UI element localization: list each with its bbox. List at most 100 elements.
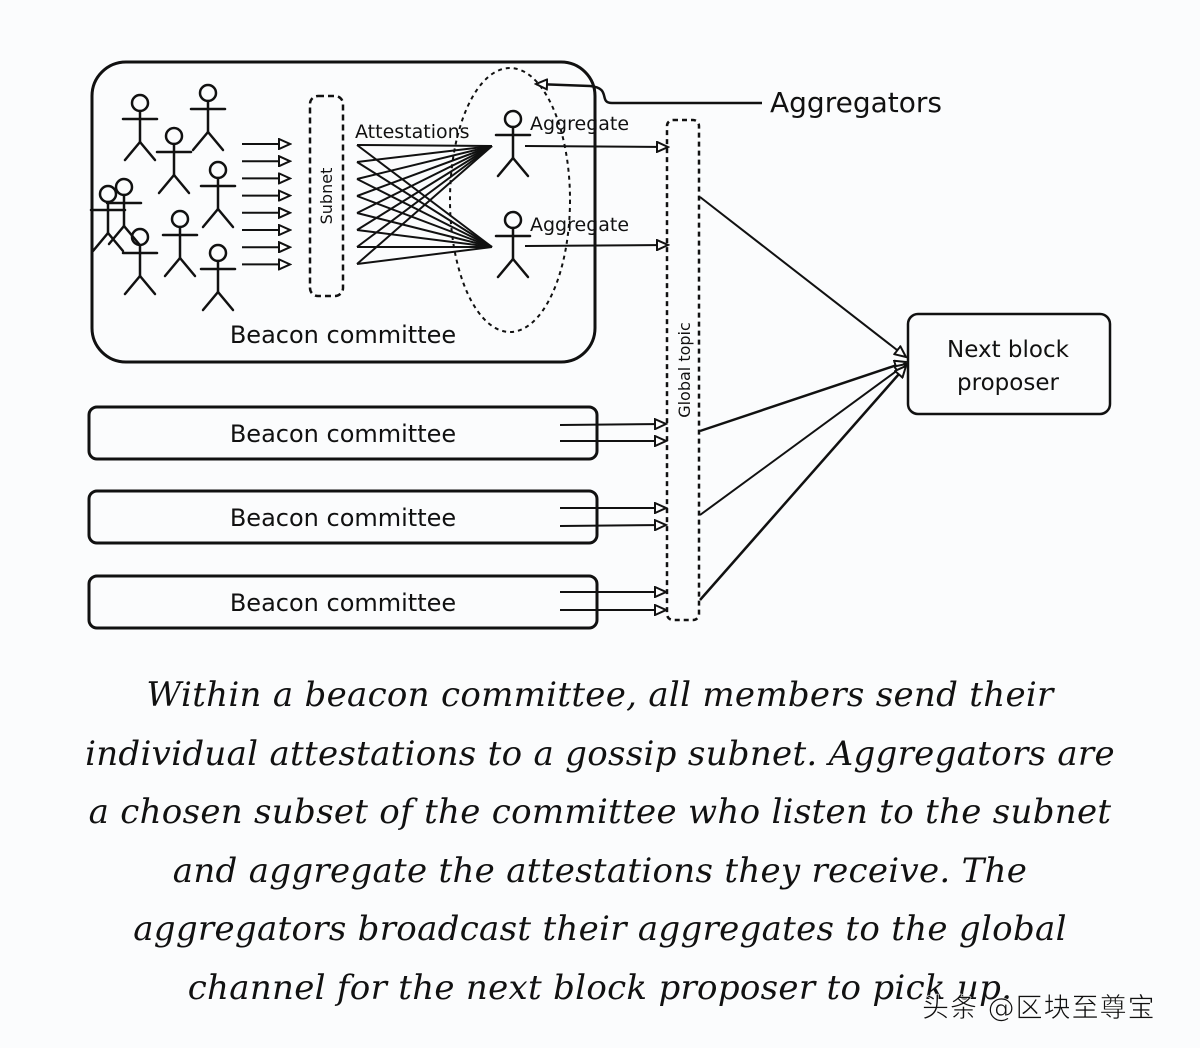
committee-member: [89, 184, 127, 253]
attestation-line: [356, 229, 493, 248]
aggregators-pointer: [536, 84, 762, 105]
left-leg: [201, 290, 220, 312]
attestation-line: [356, 178, 493, 248]
attestation-line: [356, 246, 493, 265]
attestation-line: [356, 145, 493, 231]
global-topic: Global topic: [665, 118, 701, 622]
caption-line: channel for the next block proposer to p…: [187, 967, 1013, 1008]
aggregator-figure: [494, 210, 532, 279]
aggregators-ellipse: [449, 67, 571, 333]
aggregators-callout: Aggregators: [536, 84, 942, 119]
aggregators-label: Aggregators: [770, 86, 942, 119]
aggregate-arrow-2: [524, 245, 668, 246]
attestation-line: [356, 195, 493, 248]
caption-line: and aggregate the attestations they rece…: [172, 850, 1028, 891]
caption-line: aggregators broadcast their aggregates t…: [133, 909, 1067, 949]
committee-box: [87, 405, 599, 461]
aggregate-label-2: Aggregate: [530, 214, 629, 236]
right-leg: [216, 207, 235, 229]
committee-arrow: [559, 424, 666, 425]
right-leg: [178, 256, 197, 278]
left-leg: [107, 224, 126, 246]
left-leg: [201, 207, 220, 229]
head: [98, 184, 118, 204]
right-leg: [138, 140, 157, 162]
proposer-arrow: [699, 366, 906, 601]
attestation-line: [356, 212, 493, 248]
gossip-aggregation-diagram: Beacon committee Subnet Attestations Agg…: [87, 60, 1112, 630]
aggregator-figures: [494, 109, 532, 279]
member-to-subnet-arrows: [242, 144, 290, 264]
other-beacon-committees: Beacon committee Beacon committee Beacon…: [87, 405, 666, 630]
global-topic-box: [665, 118, 701, 622]
figure-caption: Within a beacon committee, all members s…: [60, 666, 1140, 1017]
head: [164, 126, 184, 146]
committee-member: [189, 83, 227, 152]
beacon-committee-3: Beacon committee: [87, 489, 666, 545]
right-leg: [511, 156, 530, 178]
attestation-line: [356, 145, 493, 214]
head: [208, 160, 228, 180]
left-leg: [123, 140, 142, 162]
watermark: 头条 @区块至尊宝: [922, 993, 1156, 1025]
subnet-box: [308, 94, 345, 298]
caption-line: individual attestations to a gossip subn…: [85, 733, 1115, 774]
committee-label: Beacon committee: [230, 420, 456, 448]
right-leg: [216, 290, 235, 312]
main-committee-box: [90, 60, 597, 364]
head: [198, 83, 218, 103]
proposer-arrow: [699, 196, 906, 357]
left-leg: [191, 130, 210, 152]
right-leg: [172, 173, 191, 195]
beacon-committee-4: Beacon committee: [87, 574, 666, 630]
caption-line: Within a beacon committee, all members s…: [146, 675, 1054, 715]
committee-member: [105, 177, 143, 246]
proposer-arrow: [699, 364, 906, 516]
left-leg: [163, 256, 182, 278]
attestation-line: [356, 145, 493, 265]
committee-label: Beacon committee: [230, 589, 456, 617]
committee-members: [89, 83, 237, 312]
committee-member: [121, 227, 159, 296]
committee-box: [87, 574, 599, 630]
attestation-line: [356, 144, 493, 147]
committee-box: [87, 489, 599, 545]
main-beacon-committee: Beacon committee: [90, 60, 597, 364]
committee-member: [155, 126, 193, 195]
attestation-line: [356, 145, 493, 197]
aggregate-arrow-1: [524, 146, 668, 147]
main-committee-label: Beacon committee: [230, 321, 456, 349]
proposer-arrow: [699, 362, 906, 433]
global-topic-label: Global topic: [675, 322, 694, 418]
beacon-committee-2: Beacon committee: [87, 405, 666, 461]
committee-arrow: [559, 525, 666, 526]
right-leg: [206, 130, 225, 152]
attestation-line: [356, 145, 493, 248]
head: [114, 177, 134, 197]
aggregate-label-1: Aggregate: [530, 113, 629, 135]
proposer-box: [906, 312, 1112, 416]
proposer-label-line1: Next block: [947, 337, 1070, 363]
left-leg: [123, 274, 142, 296]
attestation-line: [356, 145, 493, 163]
caption-line: a chosen subset of the committee who lis…: [88, 792, 1112, 832]
head: [130, 93, 150, 113]
subnet-label: Subnet: [317, 168, 336, 225]
head: [503, 210, 523, 230]
attestation-line: [356, 145, 493, 180]
right-leg: [138, 274, 157, 296]
proposer-label-line2: proposer: [957, 370, 1059, 396]
committee-label: Beacon committee: [230, 504, 456, 532]
right-leg: [511, 257, 530, 279]
committee-member: [121, 93, 159, 162]
head: [208, 243, 228, 263]
right-leg: [106, 231, 125, 253]
left-leg: [91, 231, 110, 253]
attestation-lines: [356, 144, 493, 265]
next-block-proposer: Next block proposer: [906, 312, 1112, 416]
global-to-proposer-arrows: [699, 196, 906, 601]
committee-member: [199, 160, 237, 229]
head: [170, 209, 190, 229]
left-leg: [496, 156, 515, 178]
subnet: Subnet: [308, 94, 345, 298]
